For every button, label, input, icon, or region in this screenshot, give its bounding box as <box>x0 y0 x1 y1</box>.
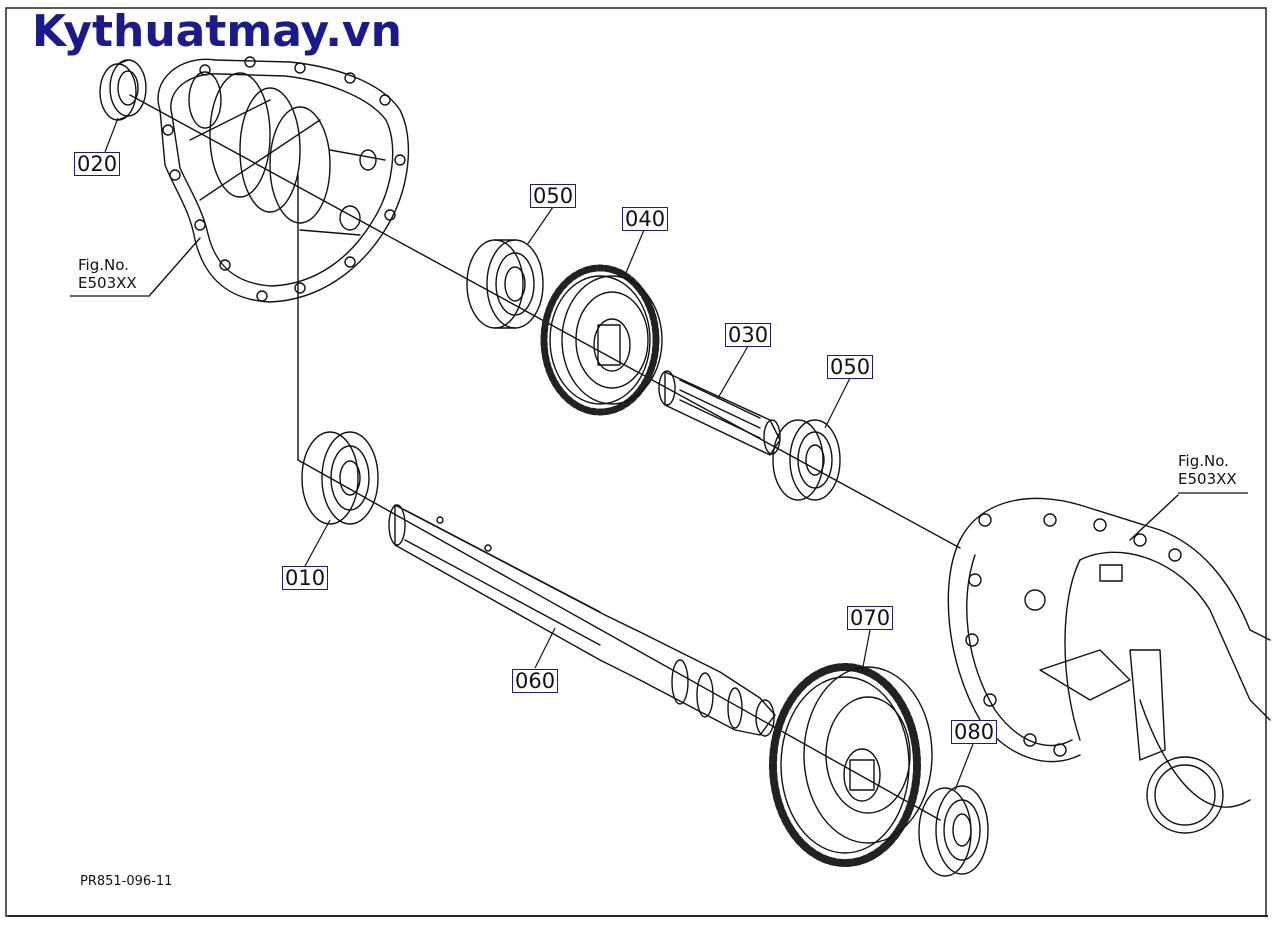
fig-ref-left: Fig.No. E503XX <box>78 256 137 292</box>
bearing-050-middle <box>772 419 841 501</box>
fig-ref-leader-right <box>1129 494 1179 541</box>
part-label-050-middle[interactable]: 050 <box>827 355 874 379</box>
part-label-080[interactable]: 080 <box>951 720 998 744</box>
fig-ref-left-line1: Fig.No. <box>78 256 129 274</box>
gear-040 <box>540 264 663 416</box>
site-watermark: Kythuatmay.vn <box>32 6 402 57</box>
seal-020 <box>99 59 147 121</box>
bearing-010 <box>301 431 379 525</box>
diagram-border <box>5 7 1267 917</box>
part-label-030[interactable]: 030 <box>725 323 772 347</box>
bearing-050-upper <box>466 239 544 329</box>
fig-ref-left-line2: E503XX <box>78 274 137 292</box>
bearing-080 <box>918 785 989 877</box>
part-label-050-upper[interactable]: 050 <box>530 184 577 208</box>
drawing-number: PR851-096-11 <box>80 874 173 889</box>
part-label-070[interactable]: 070 <box>847 606 894 630</box>
part-label-010[interactable]: 010 <box>282 566 329 590</box>
housing-left <box>157 56 410 303</box>
shaft-030 <box>658 370 781 456</box>
fig-ref-right: Fig.No. E503XX <box>1178 452 1237 488</box>
gear-070 <box>769 663 933 867</box>
part-label-060[interactable]: 060 <box>512 669 559 693</box>
fig-ref-right-line2: E503XX <box>1178 470 1237 488</box>
part-label-020[interactable]: 020 <box>74 152 121 176</box>
fig-ref-right-line1: Fig.No. <box>1178 452 1229 470</box>
shaft-060 <box>388 504 776 737</box>
fig-ref-leader-left <box>149 237 201 296</box>
housing-right <box>947 497 1271 834</box>
part-label-040[interactable]: 040 <box>622 207 669 231</box>
